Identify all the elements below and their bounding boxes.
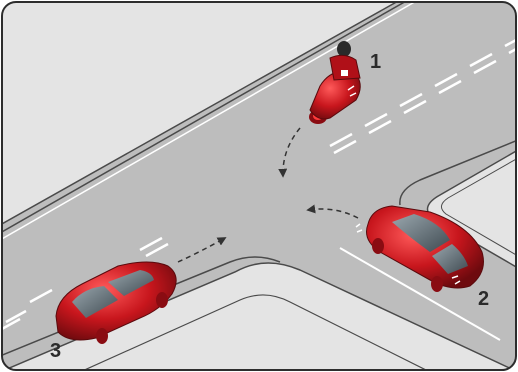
vehicle-label-3: 3 [50, 340, 61, 362]
vehicle-label-2: 2 [478, 288, 489, 310]
vehicle-label-1: 1 [370, 51, 381, 73]
